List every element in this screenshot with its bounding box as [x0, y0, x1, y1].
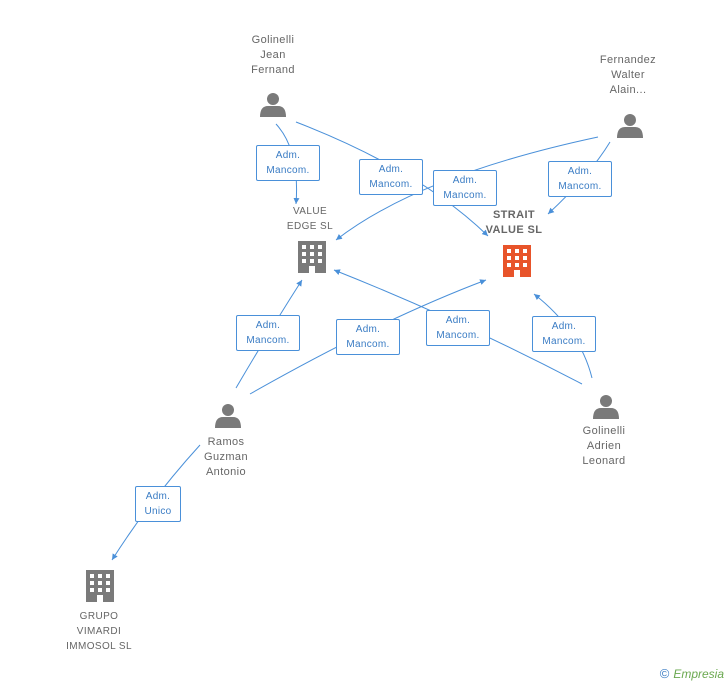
brand-name: Empresia	[673, 667, 724, 681]
building-icon-grupo[interactable]	[86, 570, 114, 602]
relation-box[interactable]: Adm. Mancom.	[336, 319, 400, 355]
relation-type: Mancom.	[542, 336, 586, 347]
relation-role: Adm.	[551, 321, 577, 332]
relation-box[interactable]: Adm. Mancom.	[433, 170, 497, 206]
relation-box[interactable]: Adm. Mancom.	[548, 161, 612, 197]
relation-box[interactable]: Adm. Mancom.	[426, 310, 490, 346]
relation-role: Adm.	[567, 166, 593, 177]
relation-type: Unico	[144, 506, 172, 517]
label-ramos[interactable]: Ramos Guzman Antonio	[204, 436, 248, 478]
label-fernandez[interactable]: Fernandez Walter Alain...	[599, 54, 657, 96]
relation-role: Adm.	[445, 315, 471, 326]
person-icon-ramos[interactable]	[215, 404, 241, 428]
relation-type: Mancom.	[436, 330, 480, 341]
relation-type: Mancom.	[369, 179, 413, 190]
relation-type: Mancom.	[558, 181, 602, 192]
relation-type: Mancom.	[346, 339, 390, 350]
person-icon-golinelli-jean[interactable]	[260, 93, 286, 117]
label-grupo[interactable]: GRUPO VIMARDI IMMOSOL SL	[66, 611, 132, 652]
building-icon-strait[interactable]	[503, 245, 531, 277]
relation-type: Mancom.	[246, 335, 290, 346]
relation-box[interactable]: Adm. Unico	[135, 486, 181, 522]
copyright-icon: ©	[659, 666, 670, 681]
relation-box[interactable]: Adm. Mancom.	[236, 315, 300, 351]
relation-type: Mancom.	[266, 165, 310, 176]
relation-type: Mancom.	[443, 190, 487, 201]
relation-role: Adm.	[275, 150, 301, 161]
label-golinelli-adrien[interactable]: Golinelli Adrien Leonard	[582, 425, 626, 467]
label-golinelli-jean[interactable]: Golinelli Jean Fernand	[251, 34, 295, 76]
label-strait[interactable]: STRAIT VALUE SL	[485, 209, 543, 236]
relation-role: Adm.	[145, 491, 171, 502]
building-icon-value-edge[interactable]	[298, 241, 326, 273]
brand-logo: ©Empresia	[660, 666, 724, 681]
relation-role: Adm.	[378, 164, 404, 175]
person-icon-golinelli-adrien[interactable]	[593, 395, 619, 419]
relation-role: Adm.	[255, 320, 281, 331]
relation-box[interactable]: Adm. Mancom.	[532, 316, 596, 352]
relation-box[interactable]: Adm. Mancom.	[359, 159, 423, 195]
label-value-edge[interactable]: VALUE EDGE SL	[286, 206, 334, 232]
relation-role: Adm.	[452, 175, 478, 186]
person-icon-fernandez[interactable]	[617, 114, 643, 138]
relation-role: Adm.	[355, 324, 381, 335]
relation-box[interactable]: Adm. Mancom.	[256, 145, 320, 181]
